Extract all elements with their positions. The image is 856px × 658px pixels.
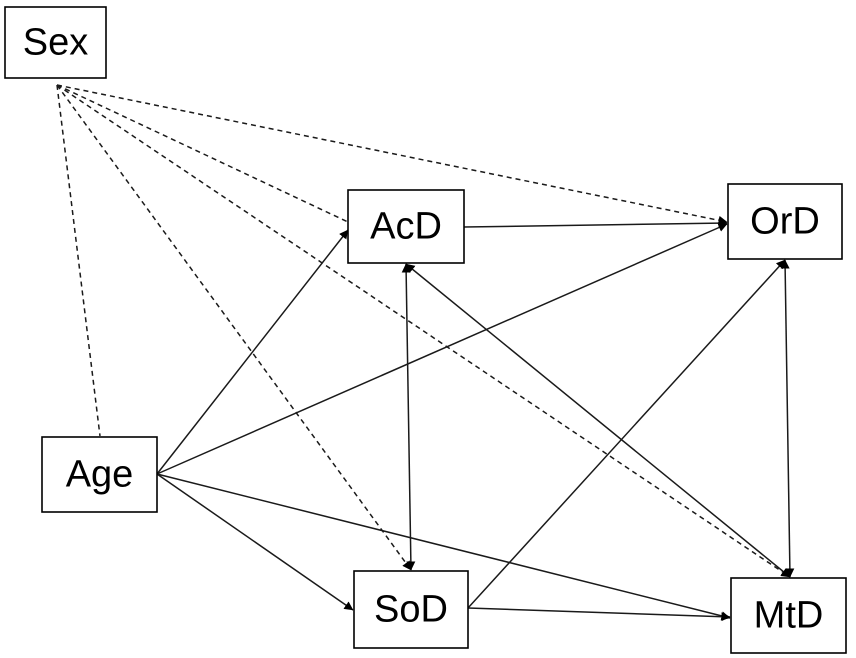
node-mtd: MtD bbox=[730, 577, 847, 654]
node-sod-box bbox=[353, 570, 469, 649]
edge-sex-mtd bbox=[56, 84, 791, 578]
edge-sex-age bbox=[56, 84, 101, 437]
node-age-label: Age bbox=[66, 454, 134, 496]
node-sod: SoD bbox=[353, 570, 469, 649]
node-age: Age bbox=[41, 436, 158, 513]
node-sex-box bbox=[4, 6, 107, 79]
edge-acd-mtd bbox=[405, 263, 791, 578]
edge-sex-ord bbox=[56, 84, 728, 225]
node-ord: OrD bbox=[727, 183, 843, 260]
edge-age-ord bbox=[156, 223, 728, 475]
node-acd: AcD bbox=[347, 189, 465, 264]
edge-age-mtd bbox=[156, 473, 731, 621]
node-sex-label: Sex bbox=[23, 22, 88, 64]
edge-acd-ord bbox=[463, 218, 728, 228]
node-ord-box bbox=[727, 183, 843, 260]
edge-acd-sod bbox=[401, 263, 416, 571]
edge-sod-ord bbox=[467, 259, 786, 609]
edge-age-acd bbox=[156, 229, 349, 475]
edge-age-sod bbox=[156, 473, 354, 611]
node-acd-box bbox=[347, 189, 465, 264]
edge-sex-acd bbox=[56, 84, 349, 223]
node-sex: Sex bbox=[4, 6, 107, 79]
node-ord-label: OrD bbox=[750, 201, 820, 243]
node-mtd-box bbox=[730, 577, 847, 654]
edge-sod-mtd bbox=[467, 607, 731, 622]
edges-layer bbox=[56, 84, 795, 622]
node-acd-label: AcD bbox=[370, 206, 442, 248]
edge-sex-sod bbox=[56, 84, 412, 571]
node-age-box bbox=[41, 436, 158, 513]
edge-ord-mtd bbox=[780, 259, 795, 578]
node-mtd-label: MtD bbox=[754, 595, 824, 637]
nodes-layer: Sex AcD OrD Age SoD MtD bbox=[4, 6, 847, 654]
node-sod-label: SoD bbox=[374, 589, 448, 631]
